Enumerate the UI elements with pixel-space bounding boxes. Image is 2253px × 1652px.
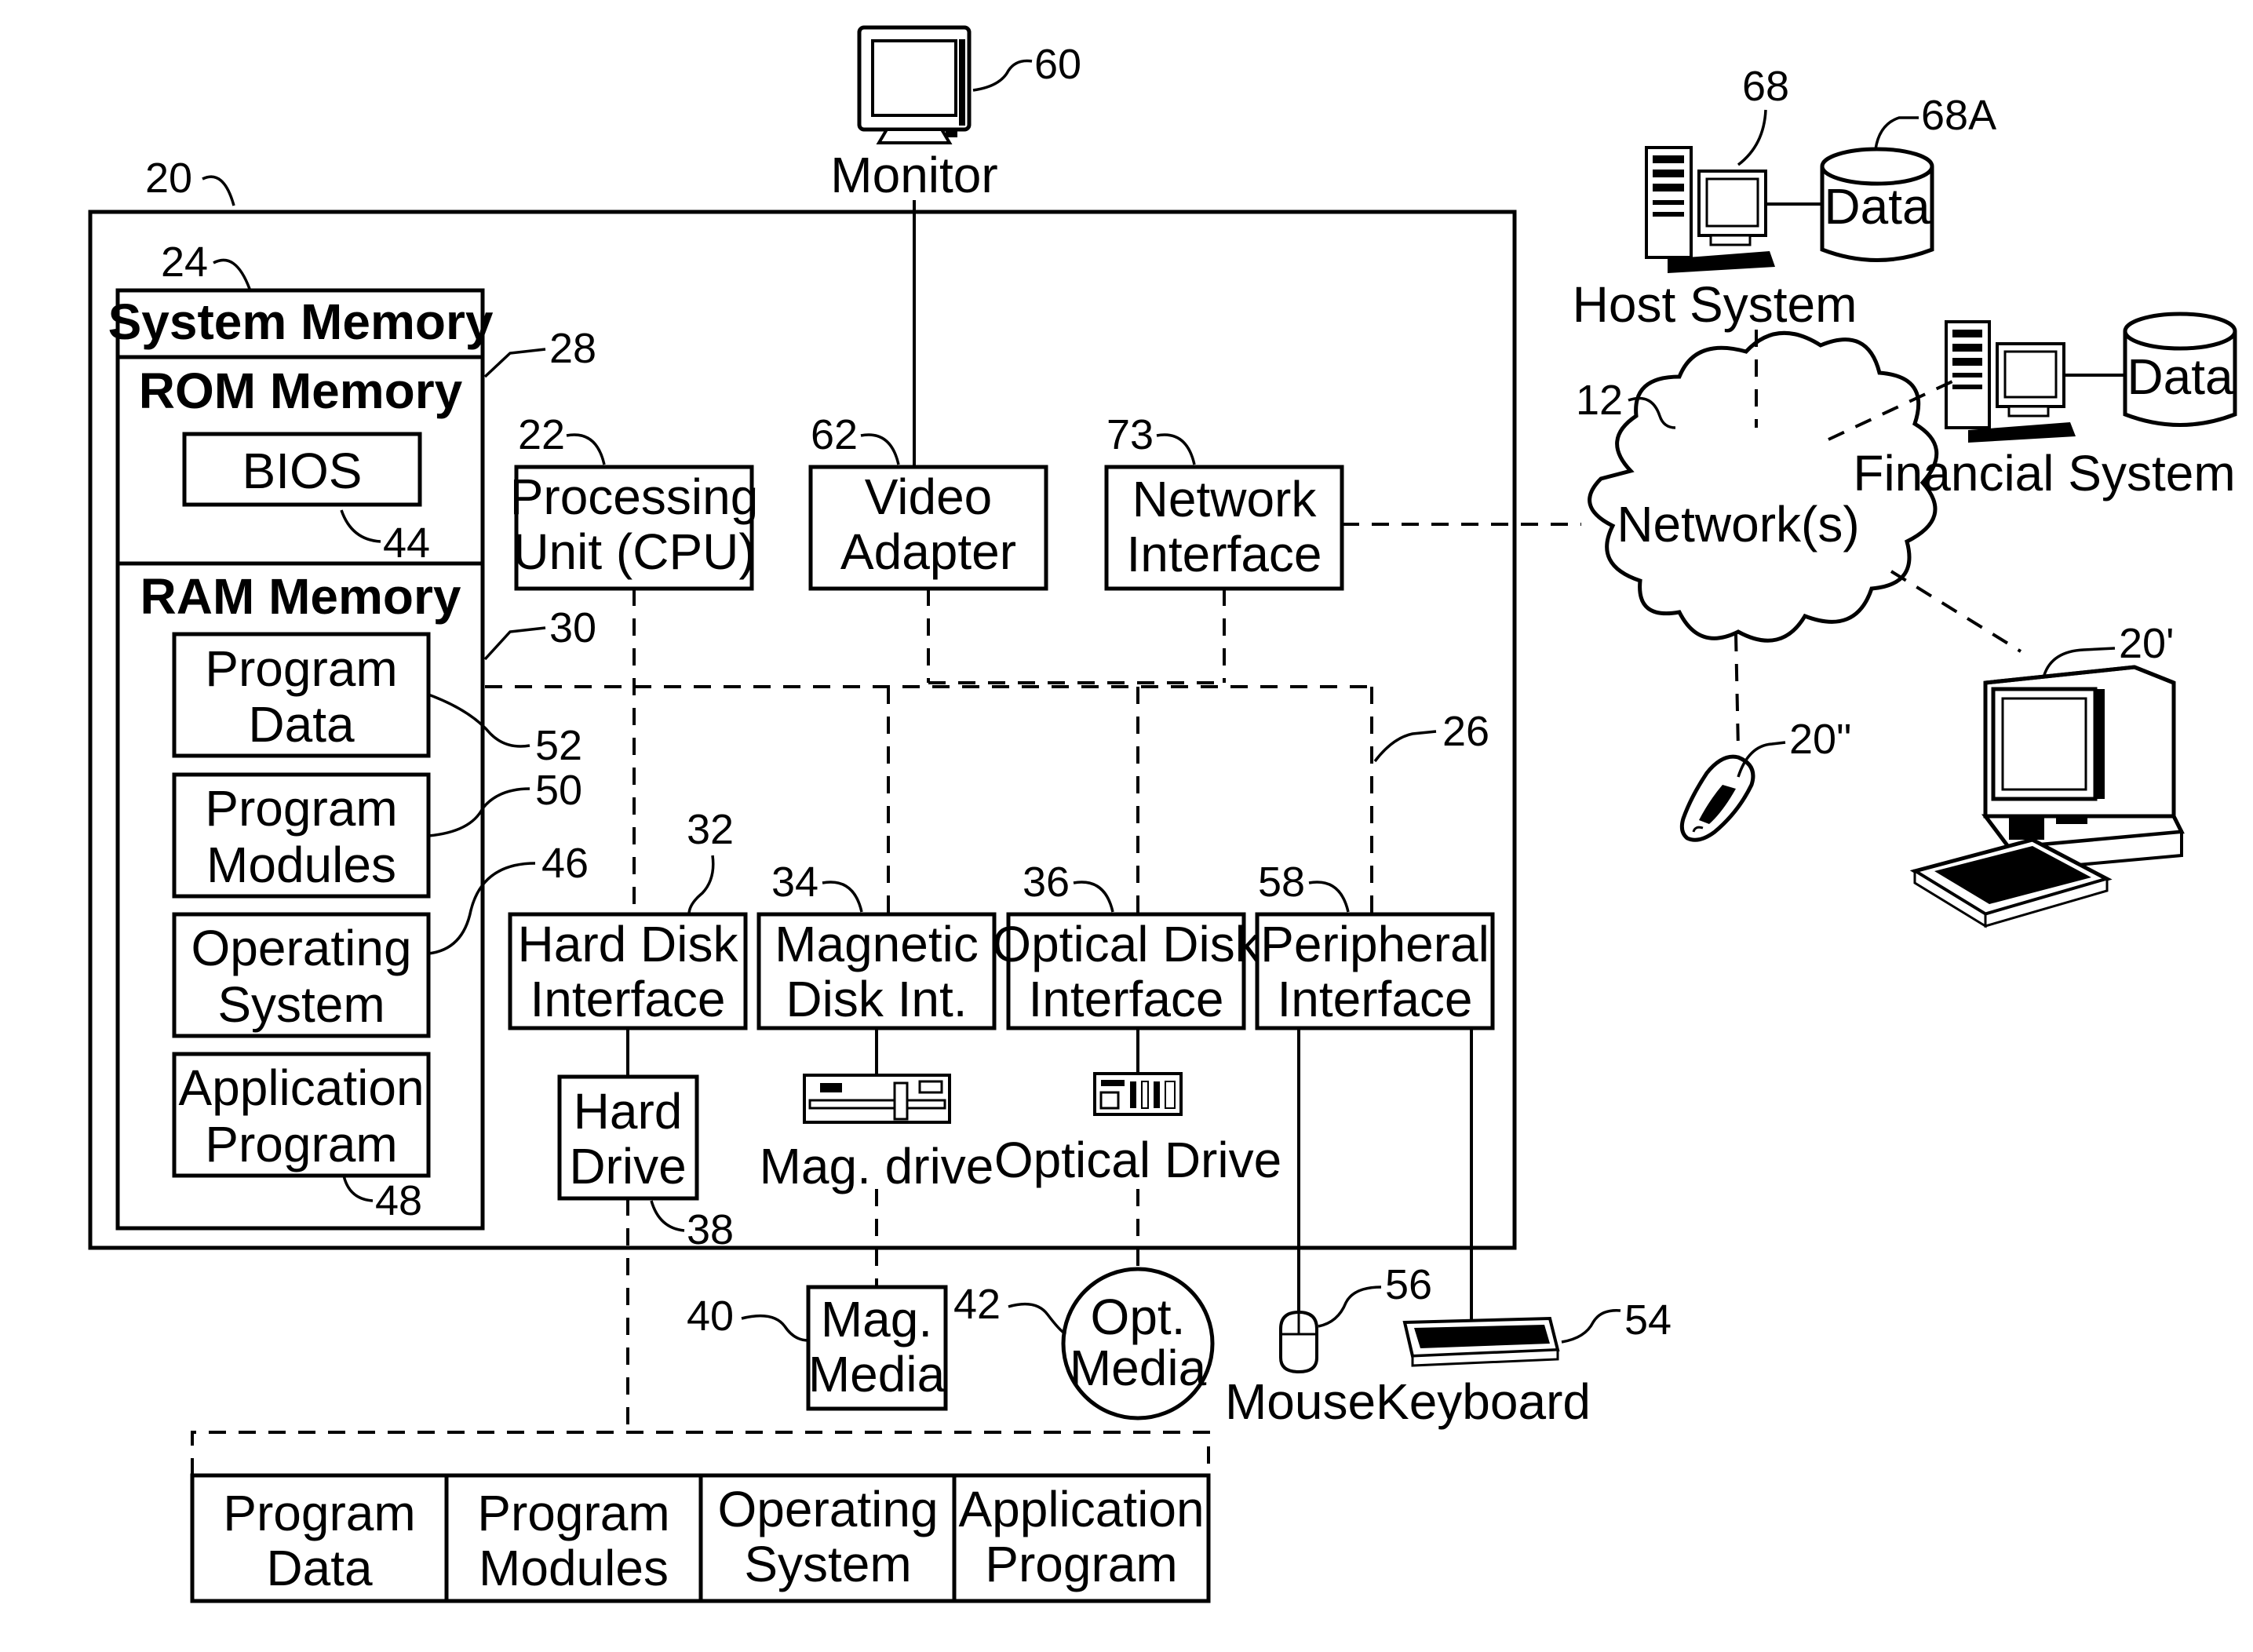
monitor-icon (859, 27, 969, 143)
storage-application-program-line2: Program (985, 1536, 1177, 1592)
monitor-label: Monitor (830, 147, 997, 203)
remote-storage-row: Program Data Program Modules Operating S… (192, 1432, 1209, 1601)
ref-24: 24 (161, 239, 208, 286)
ref-20: 20 (145, 155, 192, 202)
ref-68: 68 (1742, 63, 1789, 110)
ref-48: 48 (375, 1177, 422, 1224)
financial-data-label: Data (2127, 348, 2233, 405)
ref-56: 56 (1385, 1261, 1432, 1308)
video-adapter-line2: Adapter (840, 523, 1016, 580)
financial-desktop-computer-icon (1946, 322, 2076, 443)
optical-drive-icon (1095, 1074, 1181, 1114)
ref-42: 42 (953, 1281, 1001, 1328)
network-label: Network(s) (1617, 496, 1859, 552)
opt-media-block: Opt. Media 42 (953, 1269, 1212, 1418)
financial-database-cylinder-icon: Data (2125, 314, 2235, 425)
magnetic-disk-int-line1: Magnetic (775, 916, 979, 972)
rom-memory-title: ROM Memory (139, 363, 463, 419)
host-system-label: Host System (1573, 276, 1857, 333)
storage-operating-system-line1: Operating (717, 1481, 938, 1537)
mag-media-block: Mag. Media 40 (687, 1287, 946, 1409)
cpu-line1: Processing (510, 469, 759, 525)
ram-operating-system-line1: Operating (191, 920, 411, 976)
host-database-cylinder-icon: Data (1822, 149, 1932, 261)
cpu-line2: Unit (CPU) (512, 523, 755, 580)
opt-media-line1: Opt. (1091, 1289, 1186, 1345)
mag-media-line2: Media (808, 1346, 946, 1402)
ref-58: 58 (1258, 859, 1305, 906)
mouse-icon (1281, 1312, 1317, 1372)
ram-application-program-line1: Application (178, 1059, 424, 1116)
ram-memory-title: RAM Memory (140, 568, 461, 625)
video-adapter-line1: Video (865, 469, 993, 525)
ref-20-prime: 20' (2119, 620, 2174, 667)
mag-media-line1: Mag. (821, 1291, 932, 1347)
ref-60: 60 (1034, 41, 1081, 88)
ref-20-double-prime: 20" (1789, 716, 1851, 763)
floppy-drive-icon (804, 1075, 950, 1122)
ref-26: 26 (1442, 708, 1489, 755)
financial-system-label: Financial System (1853, 445, 2235, 501)
ram-program-data-line1: Program (205, 640, 397, 697)
system-memory-title: System Memory (108, 294, 494, 350)
ref-38: 38 (687, 1206, 734, 1253)
bios-label: BIOS (242, 443, 363, 499)
ram-operating-system-line2: System (217, 976, 385, 1033)
hard-disk-interface-line1: Hard Disk (518, 916, 739, 972)
ref-54: 54 (1624, 1296, 1672, 1344)
host-data-label: Data (1824, 178, 1930, 235)
keyboard-label: Keyboard (1376, 1373, 1591, 1430)
ref-44: 44 (383, 520, 430, 567)
optical-disk-interface-line1: Optical Disk (992, 916, 1260, 972)
ref-73: 73 (1106, 411, 1154, 458)
ref-34: 34 (771, 859, 818, 906)
hard-drive-line1: Hard (574, 1083, 683, 1140)
storage-operating-system-line2: System (744, 1536, 911, 1592)
ram-application-program-line2: Program (205, 1116, 397, 1172)
hard-drive-line2: Drive (569, 1138, 686, 1194)
storage-program-modules-line1: Program (477, 1485, 669, 1541)
ref-40: 40 (687, 1293, 734, 1340)
storage-application-program-line1: Application (958, 1481, 1204, 1537)
ram-program-modules-line1: Program (205, 780, 397, 837)
ref-36: 36 (1023, 859, 1070, 906)
ref-32: 32 (687, 806, 734, 853)
network-interface-line2: Interface (1126, 526, 1322, 582)
optical-drive-label: Optical Drive (994, 1132, 1281, 1188)
ram-program-data-line2: Data (248, 696, 355, 753)
storage-program-data-line1: Program (223, 1485, 415, 1541)
opt-media-line2: Media (1070, 1340, 1207, 1396)
ref-68A: 68A (1921, 92, 1996, 139)
host-desktop-computer-icon (1646, 148, 1775, 273)
remote-workstation-icon (1915, 667, 2182, 926)
peripheral-interface-line2: Interface (1277, 971, 1472, 1027)
ref-30: 30 (549, 604, 596, 651)
mag-drive-label: Mag. drive (760, 1138, 994, 1194)
storage-program-modules-line2: Modules (479, 1540, 669, 1596)
ref-28: 28 (549, 325, 596, 372)
ref-50: 50 (535, 767, 582, 814)
mouse-label: Mouse (1225, 1373, 1376, 1430)
ref-12: 12 (1576, 377, 1623, 424)
ref-46: 46 (541, 840, 589, 887)
ref-52: 52 (535, 722, 582, 769)
optical-disk-interface-line2: Interface (1028, 971, 1223, 1027)
ref-22: 22 (518, 411, 565, 458)
magnetic-disk-int-line2: Disk Int. (786, 971, 967, 1027)
network-interface-line1: Network (1132, 471, 1318, 527)
keyboard-icon (1405, 1318, 1558, 1366)
ram-program-modules-line2: Modules (206, 837, 396, 893)
peripheral-interface-line1: Peripheral (1260, 916, 1489, 972)
storage-program-data-line2: Data (266, 1540, 373, 1596)
ref-62: 62 (811, 411, 858, 458)
hard-disk-interface-line2: Interface (530, 971, 725, 1027)
